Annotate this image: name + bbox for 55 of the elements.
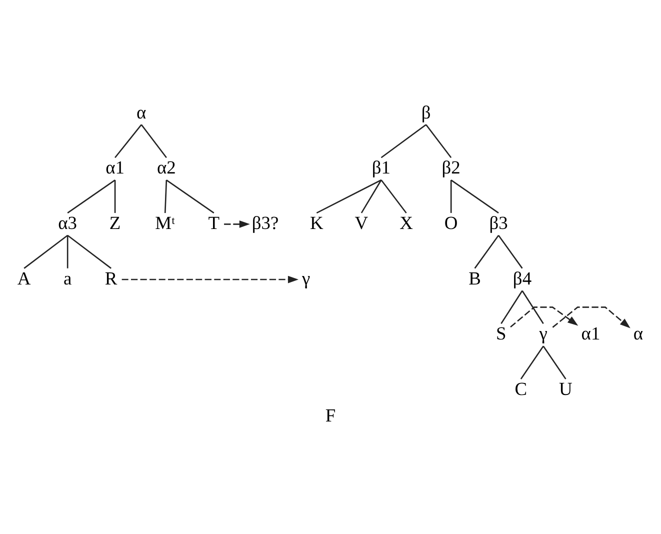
connector — [166, 179, 214, 214]
connector — [316, 179, 382, 214]
connector — [498, 234, 523, 269]
node-text: β4 — [512, 268, 532, 288]
node-text: α2 — [156, 158, 176, 178]
node-text: β3? — [252, 213, 279, 234]
connector — [380, 124, 426, 158]
node-text: C — [514, 379, 528, 400]
connector — [114, 124, 142, 158]
node-text: α — [136, 102, 146, 122]
connector — [474, 234, 500, 269]
connector — [426, 124, 452, 158]
node-text: S — [496, 324, 506, 344]
connector — [450, 179, 499, 214]
connector — [24, 234, 68, 269]
node-text: Z — [109, 213, 121, 234]
node-text: γ — [539, 324, 548, 344]
node-text: a — [64, 268, 72, 288]
connector — [450, 180, 452, 213]
node-text: β2 — [442, 158, 460, 178]
connector — [522, 290, 544, 324]
connector — [67, 234, 112, 269]
node-text: B — [468, 268, 481, 288]
connector — [520, 346, 544, 380]
arrow — [552, 306, 630, 328]
connector — [542, 346, 566, 380]
node-text: β1 — [372, 158, 391, 178]
connector — [164, 180, 168, 213]
node-text: R — [104, 268, 118, 288]
connector — [114, 180, 116, 213]
node-text: A — [17, 268, 31, 288]
caption: F — [325, 405, 336, 426]
node-text: U — [559, 379, 572, 400]
connector — [66, 235, 68, 268]
arrow — [510, 306, 578, 328]
connector — [360, 180, 382, 214]
node-text: γ — [302, 268, 310, 288]
connector — [67, 179, 116, 214]
connector — [500, 290, 523, 324]
node-text: α3 — [58, 213, 78, 234]
node-text: β — [421, 102, 431, 122]
node-text: α1 — [581, 324, 600, 344]
node-text: X — [400, 213, 413, 234]
node-text: T — [208, 213, 220, 234]
node-text: O — [444, 213, 458, 234]
node-text: α — [633, 324, 644, 344]
arrow — [224, 220, 250, 228]
node-text: K — [310, 213, 324, 234]
connector — [380, 180, 407, 214]
connector — [140, 124, 167, 158]
arrow — [122, 276, 299, 284]
node-text: V — [354, 213, 368, 234]
node-text: Mᵗ — [155, 213, 176, 234]
node-text: β3 — [489, 213, 508, 234]
node-text: α1 — [106, 158, 124, 178]
